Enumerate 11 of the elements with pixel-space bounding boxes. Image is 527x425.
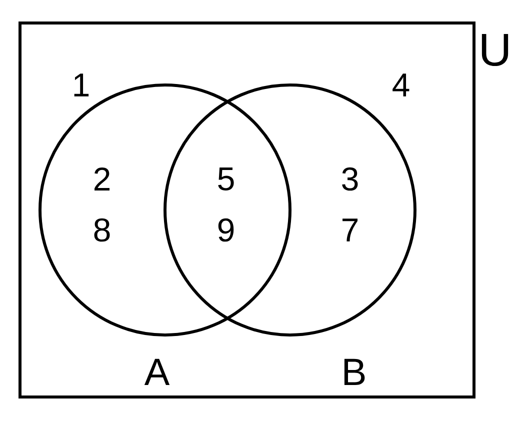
element-number: 4 <box>392 74 410 96</box>
element-number: 2 <box>94 167 110 191</box>
set-label: A <box>144 358 170 386</box>
universe-label: U <box>482 34 508 66</box>
element-number: 3 <box>342 167 358 191</box>
element-number: 7 <box>342 218 358 242</box>
element-number: 9 <box>218 218 234 242</box>
element-number: 5 <box>218 167 234 191</box>
set-label: B <box>344 358 365 386</box>
element-number: 8 <box>94 218 110 242</box>
element-number: 1 <box>74 74 89 96</box>
